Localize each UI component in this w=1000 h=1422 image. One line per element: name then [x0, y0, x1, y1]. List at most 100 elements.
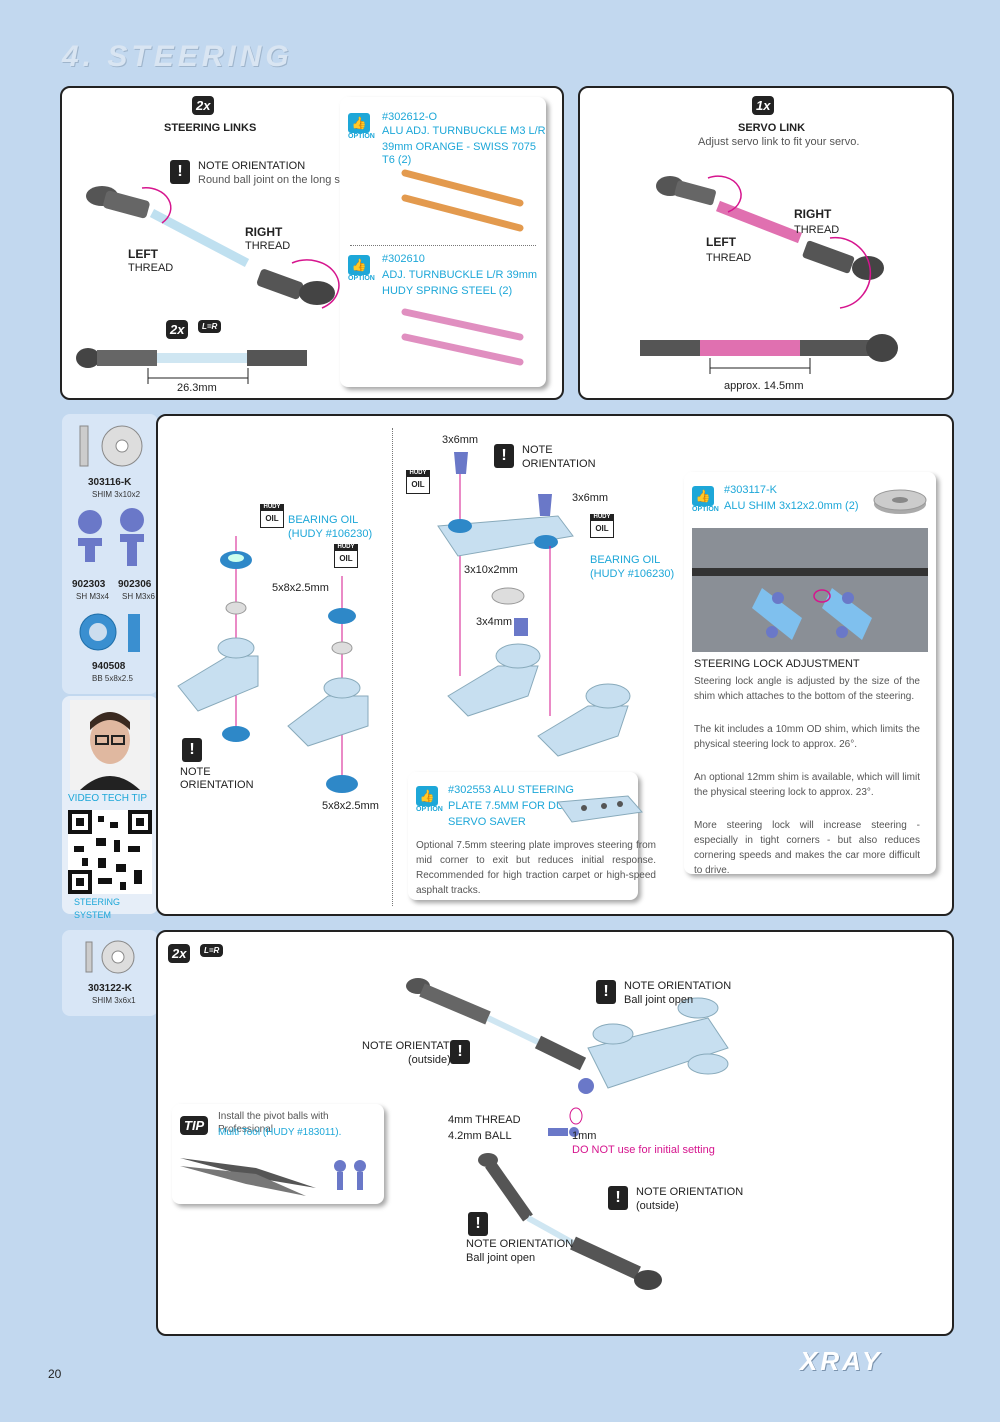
- note4-title: NOTE ORIENTATION: [466, 1238, 574, 1250]
- warning-icon: !: [182, 738, 202, 762]
- dimension-label: approx. 14.5mm: [724, 380, 804, 392]
- shim-label: 3x10x2mm: [464, 564, 518, 576]
- servo-link-subtitle: Adjust servo link to fit your servo.: [698, 136, 860, 148]
- bearing-oil-label: BEARING OIL: [288, 514, 359, 526]
- qty-badge: 1x: [752, 96, 775, 115]
- orientation-label: ORIENTATION: [522, 458, 596, 470]
- part-code: 902303: [72, 579, 106, 590]
- note1-text: Ball joint open: [624, 994, 694, 1006]
- lr-badge: L=R: [200, 944, 224, 957]
- left-label: LEFT: [128, 247, 158, 261]
- page-title: 4. STEERING: [62, 40, 293, 73]
- steering-link-illustration: [86, 186, 340, 309]
- servo-link-title: SERVO LINK: [738, 122, 806, 134]
- do-not-label: DO NOT use for initial setting: [572, 1144, 715, 1156]
- part-desc: SHIM 3x10x2: [92, 490, 141, 499]
- option-icon: 👍OPTION: [348, 255, 375, 285]
- lock-title: STEERING LOCK ADJUSTMENT: [694, 658, 860, 670]
- alu-shim-illustration: [873, 489, 927, 514]
- part-desc: SH M3x6: [122, 592, 155, 601]
- screw-icon: [78, 508, 144, 566]
- video-caption: STEERING SYSTEM: [74, 897, 121, 920]
- hudy-oil-label-2: (HUDY #106230): [590, 568, 675, 580]
- note2-title: NOTE ORIENTATION: [362, 1040, 470, 1052]
- shim-icon: [79, 425, 143, 467]
- alu-plate-line1: #302553 ALU STEERING: [448, 784, 574, 796]
- left-steering-assembly: [177, 536, 369, 793]
- warning-icon: !: [170, 160, 190, 184]
- part-code: 303122-K: [88, 983, 132, 994]
- left-thread: THREAD: [706, 252, 752, 264]
- option1-line2: 39mm ORANGE - SWISS 7075 T6 (2): [382, 141, 537, 166]
- alu-plate-card: 👍OPTION #302553 ALU STEERING PLATE 7.5MM…: [408, 772, 656, 900]
- alu-plate-line2: PLATE 7.5MM FOR DUAL: [448, 800, 578, 812]
- servo-link-length-illustration: [640, 334, 898, 374]
- steering-link-length-illustration: [76, 348, 307, 384]
- alu-plate-line3: SERVO SAVER: [448, 816, 526, 828]
- qty-badge-2: 2x: [166, 320, 189, 339]
- shim-icon: [85, 940, 135, 974]
- qty-badge: 2x: [192, 96, 215, 115]
- screw-3x4-label: 3x4mm: [476, 616, 513, 628]
- note2-text: (outside): [408, 1054, 451, 1066]
- tip-text-2: Multi Tool (HUDY #183011).: [218, 1127, 342, 1138]
- right-thread: THREAD: [245, 240, 291, 252]
- warning-icon: !: [608, 1186, 628, 1210]
- servo-link-panel: 1x SERVO LINK Adjust servo link to fit y…: [578, 86, 954, 400]
- tip-text-1: Install the pivot balls with Professiona…: [218, 1111, 329, 1135]
- pink-turnbuckle-illustration: [401, 308, 524, 366]
- alu-plate-illustration: [557, 795, 643, 823]
- video-tip-card[interactable]: VIDEO TECH TIP STEERING SYSTEM: [62, 696, 158, 920]
- bearing-oil-label-2: BEARING OIL: [590, 554, 661, 566]
- note-label: NOTE: [522, 444, 553, 456]
- video-tip-label[interactable]: VIDEO TECH TIP: [68, 793, 148, 804]
- part-desc: SH M3x4: [76, 592, 109, 601]
- options-card: 👍OPTION #302612-O ALU ADJ. TURNBUCKLE M3…: [340, 97, 546, 387]
- multi-tool-illustration: [180, 1158, 366, 1196]
- left-thread: THREAD: [128, 262, 174, 274]
- screw-3x6-label: 3x6mm: [442, 434, 479, 446]
- bottom-parts-sidebar: 303122-K SHIM 3x6x1: [62, 930, 158, 1016]
- lock-paragraph-2: The kit includes a 10mm OD shim, which l…: [694, 724, 920, 750]
- part-code: 303116-K: [88, 477, 132, 488]
- option1-line1: ALU ADJ. TURNBUCKLE M3 L/R: [382, 125, 546, 137]
- option2-line1: ADJ. TURNBUCKLE L/R 39mm: [382, 269, 538, 281]
- middle-steering-assembly: [437, 452, 631, 757]
- lr-badge: L=R: [198, 320, 222, 333]
- warning-icon: !: [596, 980, 616, 1004]
- steering-linkage-illustration: [406, 978, 729, 1290]
- tip-badge: TIP: [180, 1116, 209, 1135]
- steering-lock-card: 👍OPTION #303117-K ALU SHIM 3x12x2.0mm (2…: [684, 472, 936, 876]
- lock-option-name: ALU SHIM 3x12x2.0mm (2): [724, 500, 859, 512]
- note-title: NOTE ORIENTATION: [198, 160, 306, 172]
- ball-label: 4.2mm BALL: [448, 1130, 512, 1142]
- lock-paragraph-1: Steering lock angle is adjusted by the s…: [694, 676, 920, 702]
- note-label: NOTE: [180, 766, 211, 778]
- alu-plate-text: Optional 7.5mm steering plate improves s…: [416, 840, 656, 896]
- gap-label: 1mm: [572, 1130, 597, 1142]
- parts-sidebar: 303116-K SHIM 3x10x2 902303 SH M3x4 9023…: [62, 414, 158, 694]
- option2-code: #302610: [382, 253, 425, 265]
- bearing-size-label-2: 5x8x2.5mm: [322, 800, 379, 812]
- steering-links-title: STEERING LINKS: [164, 122, 257, 134]
- qr-code[interactable]: [68, 810, 152, 894]
- right-label: RIGHT: [245, 225, 283, 239]
- divider: [350, 245, 536, 246]
- lock-paragraph-3: An optional 12mm shim is available, whic…: [694, 772, 920, 798]
- option-icon: 👍OPTION: [348, 113, 375, 143]
- servo-link-illustration: [656, 175, 884, 309]
- option1-code: #302612-O: [382, 111, 438, 123]
- orientation-label: ORIENTATION: [180, 779, 254, 791]
- bottom-assembly-panel: 2x L=R ! NOTE ORIENTATION Ball joint ope…: [156, 930, 954, 1336]
- qty-badge: 2x: [168, 944, 191, 963]
- warning-icon: !: [450, 1040, 470, 1064]
- note3-text: (outside): [636, 1200, 679, 1212]
- dimension-label: 26.3mm: [177, 382, 217, 394]
- chassis-detail-illustration: [692, 528, 928, 652]
- orange-turnbuckle-illustration: [401, 169, 524, 232]
- right-label: RIGHT: [794, 207, 832, 221]
